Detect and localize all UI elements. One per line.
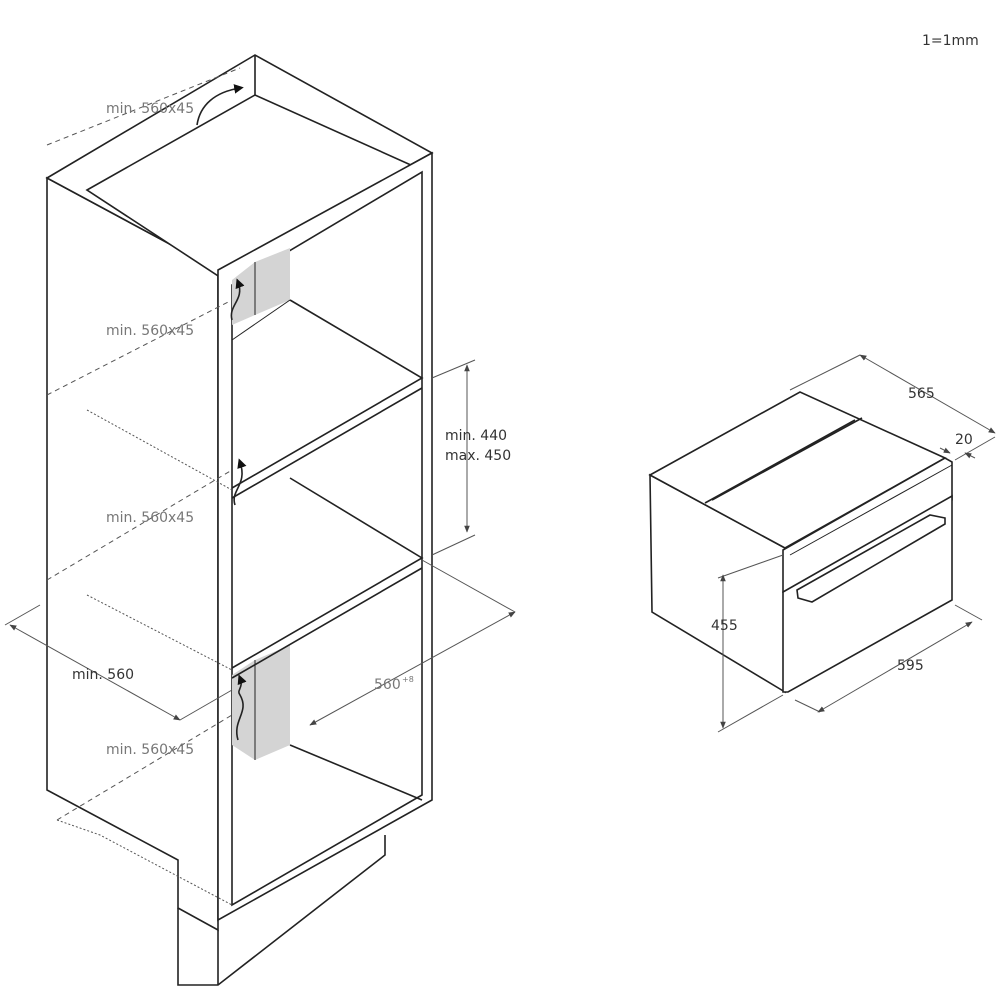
- built-in-oven: 565 20 455 595: [648, 354, 996, 733]
- airflow-arrow-middle: [233, 458, 247, 506]
- cabinet-left-side: [46, 176, 219, 932]
- vent-panel-lower: [232, 645, 290, 760]
- oven-width-dimension: [817, 621, 973, 713]
- oven-depth-dimension: [859, 354, 996, 434]
- niche-height-min-label: min. 440: [445, 428, 507, 444]
- oven-height-label: 455: [711, 618, 738, 634]
- niche-height-max-label: max. 450: [445, 448, 511, 464]
- vent-lower-label: min. 560x45: [106, 742, 194, 758]
- niche-width-dimension: [309, 611, 516, 726]
- vent-top-label: min. 560x45: [106, 101, 194, 117]
- oven-front-thickness-label: 20: [955, 432, 973, 448]
- tall-cabinet: min. 440 max. 450 min. 560 560 +8 min. 5…: [4, 54, 516, 986]
- niche-width-tolerance: +8: [402, 675, 414, 684]
- airflow-arrow-lower: [235, 674, 247, 741]
- vent-upper-label: min. 560x45: [106, 323, 194, 339]
- airflow-arrow-top: [196, 84, 244, 126]
- oven-depth-label: 565: [908, 386, 935, 402]
- vent-panel-upper: [232, 248, 290, 325]
- oven-door-handle[interactable]: [796, 514, 946, 603]
- niche-depth-dimension: [9, 624, 181, 721]
- scale-note: 1=1mm: [922, 33, 979, 49]
- niche-width-label: 560: [374, 677, 401, 693]
- shelf-lower: [231, 477, 424, 669]
- oven-width-label: 595: [897, 658, 924, 674]
- vent-middle-label: min. 560x45: [106, 510, 194, 526]
- shelf-upper: [231, 299, 424, 489]
- airflow-arrow-upper: [230, 278, 245, 321]
- niche-depth-label: min. 560: [72, 667, 134, 683]
- cabinet-bottom: [289, 744, 423, 801]
